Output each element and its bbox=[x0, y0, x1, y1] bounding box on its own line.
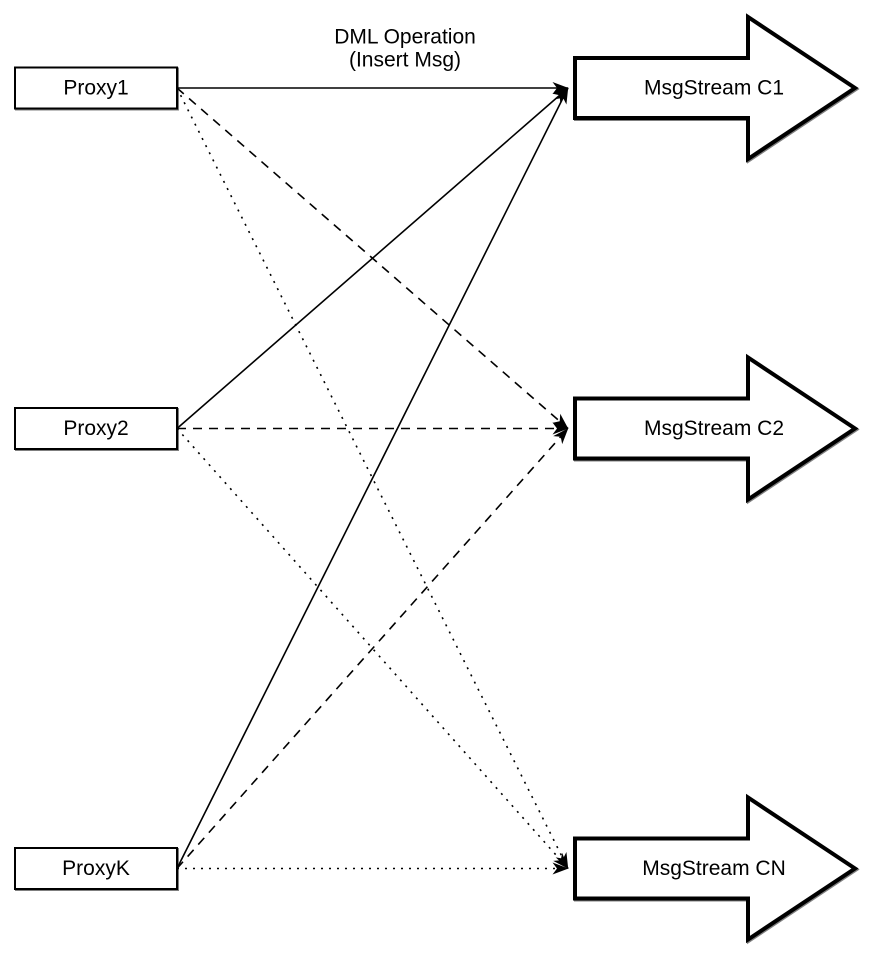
edge-proxyk-to-c2 bbox=[176, 427, 569, 870]
proxy-box-proxy2 bbox=[14, 407, 178, 450]
edge-label-line1: DML Operation bbox=[334, 26, 476, 49]
msgstream-arrow-c2 bbox=[573, 353, 859, 504]
msgstream-label-cn: MsgStream CN bbox=[642, 857, 786, 880]
proxy-label-proxy1: Proxy1 bbox=[63, 77, 128, 100]
msgstream-label-c1: MsgStream C1 bbox=[644, 77, 784, 100]
edge-label-line2: (Insert Msg) bbox=[349, 49, 461, 72]
msgstream-label-c2: MsgStream C2 bbox=[644, 417, 784, 440]
edge-label: DML Operation (Insert Msg) bbox=[334, 26, 476, 72]
proxy-box-proxyk bbox=[14, 847, 178, 890]
edge-proxy2-to-c1 bbox=[176, 87, 569, 430]
proxy-label-proxyk: ProxyK bbox=[62, 857, 130, 880]
edge-proxyk-to-c1 bbox=[176, 87, 569, 869]
edges-layer bbox=[176, 82, 569, 875]
msgstream-arrow-c1 bbox=[573, 13, 859, 163]
msgstream-arrow-cn bbox=[573, 793, 859, 944]
proxy-box-proxy1 bbox=[14, 66, 178, 110]
edge-proxy1-to-cn bbox=[176, 87, 569, 869]
proxy-label-proxy2: Proxy2 bbox=[63, 417, 128, 440]
